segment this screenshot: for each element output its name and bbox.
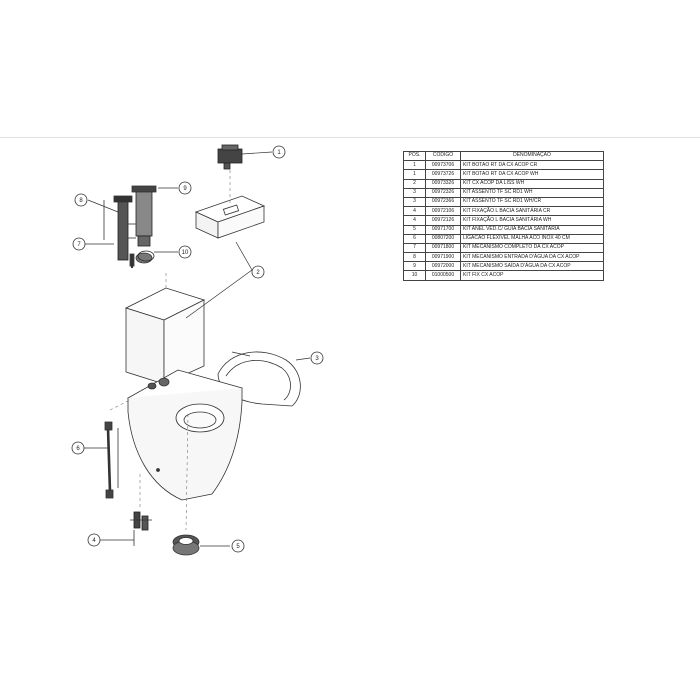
- pos-cell: 8: [403, 252, 426, 263]
- code-cell: 00972126: [425, 215, 461, 226]
- pos-cell: 5: [403, 224, 426, 235]
- page-divider: [0, 137, 700, 138]
- table-header-row: POS. CODIGO DENOMINAÇÃO: [403, 150, 604, 162]
- code-cell: 00972106: [425, 206, 461, 217]
- svg-text:7: 7: [77, 242, 81, 248]
- callout-9: 9: [178, 181, 192, 195]
- callout-8: 8: [74, 193, 88, 207]
- alignment-lines: [109, 170, 231, 531]
- code-cell: 00973326: [425, 178, 461, 189]
- description-cell: KIT MECANISMO COMPLETO DA CX ACOP: [460, 242, 604, 254]
- code-cell: 00973726: [425, 169, 461, 180]
- svg-text:6: 6: [76, 446, 80, 452]
- description-cell: KIT ASSENTO TF SC RD1 WH: [460, 187, 604, 198]
- pos-cell: 1: [403, 169, 426, 180]
- flush-button-part: [217, 144, 243, 170]
- description-cell: KIT CX ACOP DA LISS WH: [460, 178, 604, 189]
- code-header: CODIGO: [425, 150, 461, 162]
- description-cell: KIT FIX CX ACOP: [460, 270, 604, 281]
- description-cell: KIT MECANISMO SAÍDA D'ÁGUA DA CX ACOP: [460, 261, 604, 272]
- code-cell: 00971900: [425, 252, 461, 263]
- cistern-tank-part: [124, 287, 206, 385]
- pos-cell: 3: [403, 187, 426, 198]
- tank-fixing-hardware-part: [131, 250, 155, 268]
- callout-5: 5: [231, 539, 245, 553]
- svg-text:10: 10: [182, 250, 189, 256]
- description-cell: KIT ANEL VED.C/ GUIA BACIA SANITARIA: [460, 224, 604, 235]
- leader-lines: [82, 151, 311, 547]
- tank-lid-part: [194, 195, 266, 239]
- pos-header: POS.: [403, 150, 426, 162]
- svg-text:4: 4: [92, 538, 96, 544]
- svg-text:9: 9: [183, 186, 187, 192]
- pos-cell: 4: [403, 215, 426, 226]
- description-cell: KIT FIXAÇÃO L BACIA SANITÁRIA WH: [460, 215, 604, 226]
- pos-cell: 1: [403, 160, 426, 171]
- callout-4: 4: [87, 533, 101, 547]
- callout-10: 10: [178, 245, 192, 259]
- flexible-hose-part: [104, 421, 114, 499]
- callout-6: 6: [71, 441, 85, 455]
- code-cell: 00971700: [425, 224, 461, 235]
- pos-cell: 6: [403, 233, 426, 244]
- toilet-bowl-part: [126, 369, 244, 501]
- fixing-kit-part: [130, 511, 152, 531]
- description-cell: KIT ASSENTO TF SC RD1 WH/CR: [460, 196, 604, 208]
- description-header: DENOMINAÇÃO: [460, 150, 604, 162]
- code-cell: 00972326: [425, 187, 461, 198]
- pos-cell: 3: [403, 196, 426, 208]
- description-cell: KIT MECANISMO ENTRADA D'ÁGUA DA CX ACOP: [460, 252, 604, 263]
- mechanism-kit-part: [113, 185, 157, 267]
- pos-cell: 7: [403, 242, 426, 254]
- code-cell: 01000500: [425, 270, 461, 281]
- callout-7: 7: [72, 237, 86, 251]
- svg-text:2: 2: [256, 270, 260, 276]
- description-cell: KIT BOTAO RT DA CX ACOP CR: [460, 160, 604, 171]
- code-cell: 00971800: [425, 242, 461, 254]
- description-cell: KIT BOTAO RT DA CX ACOP WH: [460, 169, 604, 180]
- sealing-ring-part: [172, 534, 200, 556]
- callout-2: 2: [251, 265, 265, 279]
- callout-3: 3: [310, 351, 324, 365]
- pos-cell: 2: [403, 178, 426, 189]
- description-cell: LIGACAO FLEXIVEL MALHA ACO INOX 40 CM: [460, 233, 604, 244]
- code-cell: 00807200: [425, 233, 461, 244]
- svg-text:5: 5: [236, 544, 240, 550]
- code-cell: 00972000: [425, 261, 461, 272]
- svg-text:8: 8: [79, 198, 83, 204]
- svg-text:1: 1: [277, 150, 281, 156]
- pos-cell: 9: [403, 261, 426, 272]
- pos-cell: 4: [403, 206, 426, 217]
- pos-cell: 10: [403, 270, 426, 281]
- callout-1: 1: [272, 145, 286, 159]
- code-cell: 00973706: [425, 160, 461, 171]
- description-cell: KIT FIXAÇÃO L BACIA SANITÁRIA CR: [460, 206, 604, 217]
- svg-text:3: 3: [315, 356, 319, 362]
- code-cell: 00972366: [425, 196, 461, 208]
